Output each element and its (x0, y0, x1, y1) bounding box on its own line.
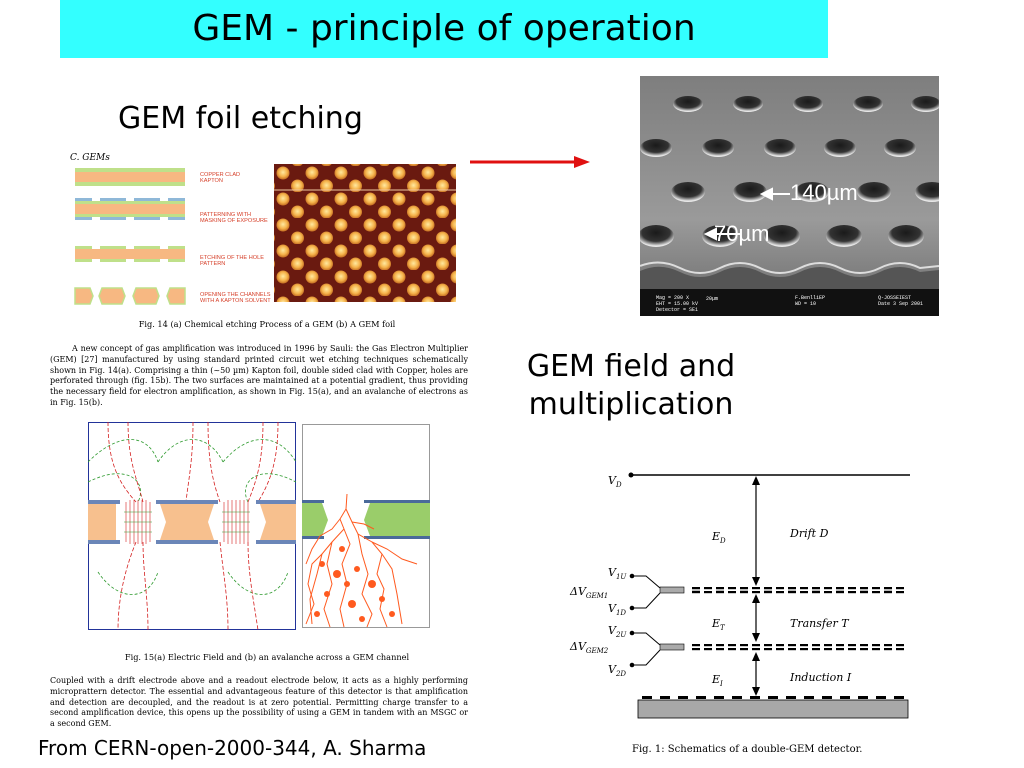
svg-text:V1U: V1U (608, 566, 627, 581)
step-label-copper-clad: COPPER CLAD KAPTON (200, 172, 241, 185)
label-v2u: V (608, 624, 617, 637)
label-region-induction: Induction I (789, 671, 852, 684)
step-label-opening-channels: OPENING THE CHANNELS WITH A KAPTON SOLVE… (200, 292, 271, 305)
svg-text:VD: VD (608, 474, 622, 489)
label-e-induction: E (711, 673, 720, 686)
fig14-caption: Fig. 14 (a) Chemical etching Process of … (138, 319, 396, 329)
label-v2d: V (608, 663, 617, 676)
label-v1d: V (608, 602, 617, 615)
svg-text:ED: ED (711, 530, 726, 545)
svg-text:V1D: V1D (608, 602, 626, 617)
sem-dimension-hole: 70µm (714, 221, 770, 246)
svg-text:EI: EI (711, 673, 723, 688)
avalanche-diagram (302, 424, 430, 628)
gem-detector-paragraph: Coupled with a drift electrode above and… (50, 676, 468, 729)
sem-info-right: Q-JOSSEIEST Date 3 Sep 2001 (878, 295, 924, 307)
arrow-to-sem-photo (470, 156, 590, 168)
label-e-drift: E (711, 530, 720, 543)
label-region-transfer: Transfer T (790, 617, 850, 630)
heading-gem-foil-etching: GEM foil etching (118, 101, 363, 136)
label-e-transfer: E (711, 617, 720, 630)
double-gem-schematic: VD V1U ΔVGEM1 V1D V2U ΔVGEM2 V2D ED ET E… (569, 472, 910, 719)
sem-info-scale: 20µm (706, 296, 719, 302)
label-region-drift: Drift D (789, 527, 829, 540)
sem-photo-gem-holes (640, 76, 939, 316)
sem-dimension-pitch: 140µm (790, 180, 858, 205)
step-label-etching: ETCHING OF THE HOLE PATTERN (200, 255, 264, 268)
fig15-caption: Fig. 15(a) Electric Field and (b) an ava… (124, 652, 410, 662)
section-label-c-gems: C. GEMs (70, 153, 110, 163)
fig1-caption: Fig. 1: Schematics of a double-GEM detec… (632, 744, 863, 755)
slide-title: GEM - principle of operation (192, 8, 696, 49)
gem-foil-photo (274, 164, 456, 302)
electric-field-diagram (88, 422, 296, 630)
label-dv-gem1: ΔV (569, 585, 587, 598)
svg-text:ΔVGEM2: ΔVGEM2 (569, 640, 609, 655)
label-dv-gem2: ΔV (569, 640, 587, 653)
svg-text:ΔVGEM1: ΔVGEM1 (569, 585, 608, 600)
step-label-patterning: PATTERNING WITH MASKING OF EXPOSURE (200, 212, 268, 225)
svg-text:V2D: V2D (608, 663, 626, 678)
svg-text:V2U: V2U (608, 624, 627, 639)
heading-gem-field: GEM field and multiplication (526, 349, 736, 422)
label-v-drift: V (608, 474, 617, 487)
gem-intro-paragraph: A new concept of gas amplification was i… (50, 344, 468, 407)
svg-text:ET: ET (711, 617, 726, 632)
sem-info-mid: F.BenlliEP WD = 10 (795, 295, 826, 307)
label-v1u: V (608, 566, 617, 579)
sem-info-left: Mag = 200 X EHT = 15.00 kV Detector = SE… (656, 295, 699, 313)
source-credit: From CERN-open-2000-344, A. Sharma (38, 736, 427, 760)
etching-steps-diagram (74, 168, 186, 305)
title-bar (60, 0, 828, 58)
